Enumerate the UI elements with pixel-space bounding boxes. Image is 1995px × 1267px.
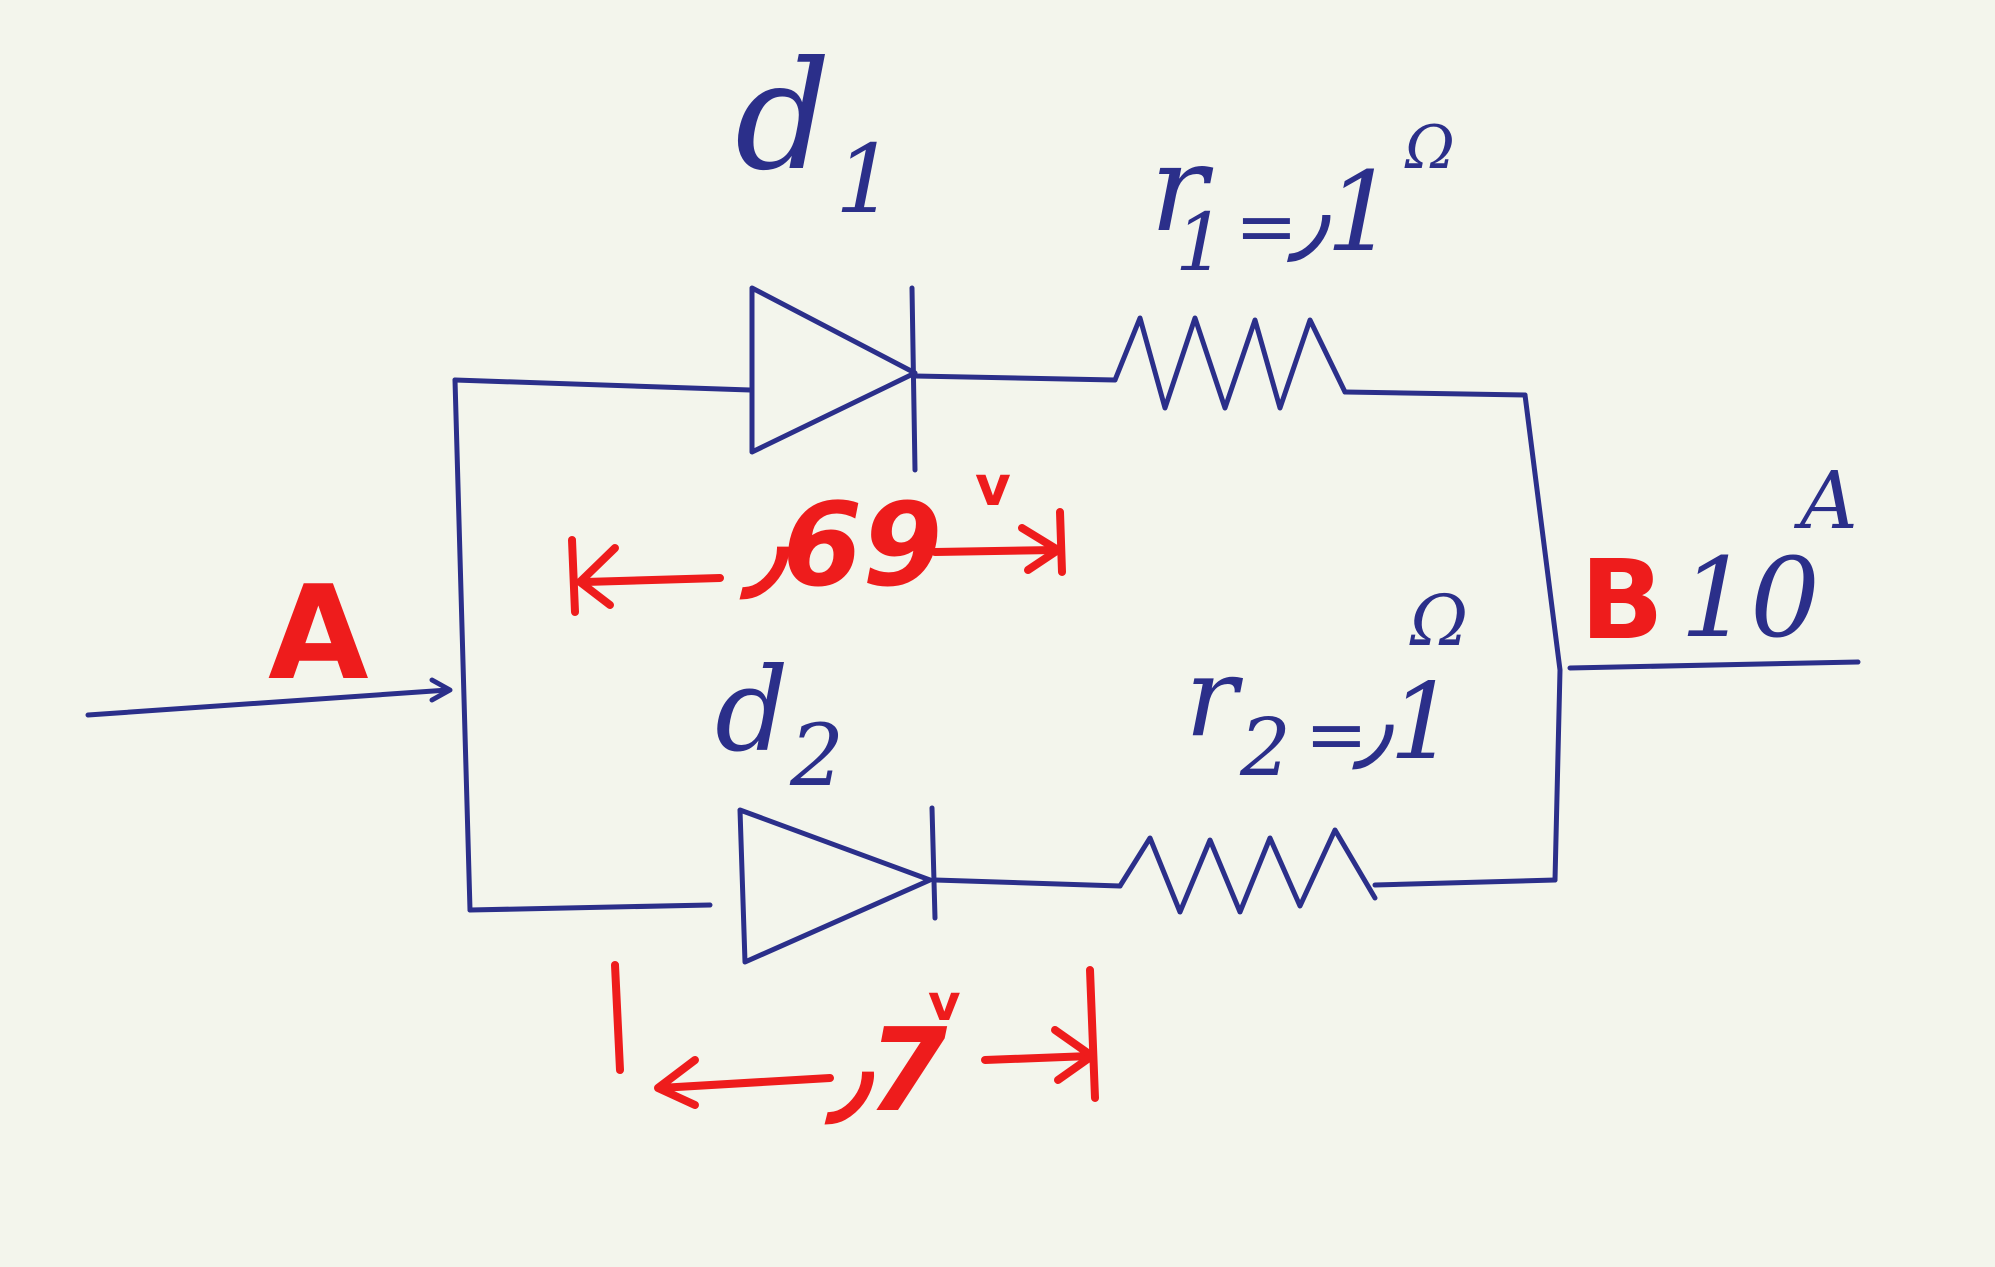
diode-d1-bar [909, 285, 918, 473]
resistor-r1 [1112, 315, 1348, 411]
node-a-label: A [268, 557, 369, 709]
resistor-r1-value: ٫1 [1286, 148, 1396, 276]
diode-d1-label: d [735, 30, 831, 204]
diode-d2-triangle [737, 807, 933, 965]
drop2-arrowhead-left [654, 1056, 699, 1109]
right-bus [1522, 392, 1563, 883]
resistor-r1-unit: Ω [1404, 113, 1455, 183]
current-unit: A [1793, 454, 1858, 547]
drop1-arrow-right [931, 546, 1059, 556]
bottom-wire-mid [932, 877, 1123, 889]
drop2-bar-right [1086, 966, 1099, 1102]
diode-d2-subscript: 2 [789, 707, 844, 806]
top-wire-right [1342, 389, 1528, 398]
drop2-arrow-right [981, 1052, 1094, 1064]
resistor-r2 [1117, 827, 1378, 915]
drop1-bar-left [568, 536, 579, 616]
top-wire-left [452, 377, 753, 393]
node-b-label: B [1580, 536, 1664, 664]
drop1-arrowhead-left [576, 544, 619, 609]
drop2-arrow-left [656, 1074, 834, 1092]
diode-d1-triangle [749, 285, 918, 455]
resistor-r2-label: r [1185, 633, 1244, 761]
bottom-wire-right [1372, 877, 1558, 888]
resistor-r2-value: ٫1 [1352, 661, 1456, 783]
drop1-value: ٫69 [739, 479, 942, 613]
output-wire [1567, 659, 1861, 671]
drop2-bar-left [611, 961, 624, 1074]
diode-d2-label: d [715, 644, 789, 778]
resistor-r2-subscript: 2 [1239, 701, 1291, 794]
drop1-bar-right [1056, 508, 1066, 576]
resistor-r1-subscript: 1 [1175, 196, 1226, 289]
left-bus [452, 377, 473, 913]
resistor-r2-equals: = [1305, 690, 1368, 778]
input-arrow [429, 677, 453, 703]
current-value: 10 [1680, 534, 1820, 662]
drop2-unit: v [928, 974, 961, 1032]
drop1-arrow-left [581, 574, 724, 586]
resistor-r1-label: r [1150, 120, 1214, 259]
top-wire-mid [912, 373, 1118, 383]
drop2-value: ٫7 [824, 1004, 947, 1138]
drop1-unit: v [975, 454, 1011, 518]
bottom-wire-left [467, 902, 713, 913]
resistor-r2-unit: Ω [1409, 580, 1468, 662]
input-wire [85, 687, 451, 718]
resistor-r1-equals: = [1235, 182, 1298, 270]
diode-d1-subscript: 1 [835, 125, 895, 235]
diode-d2-bar [929, 805, 938, 921]
